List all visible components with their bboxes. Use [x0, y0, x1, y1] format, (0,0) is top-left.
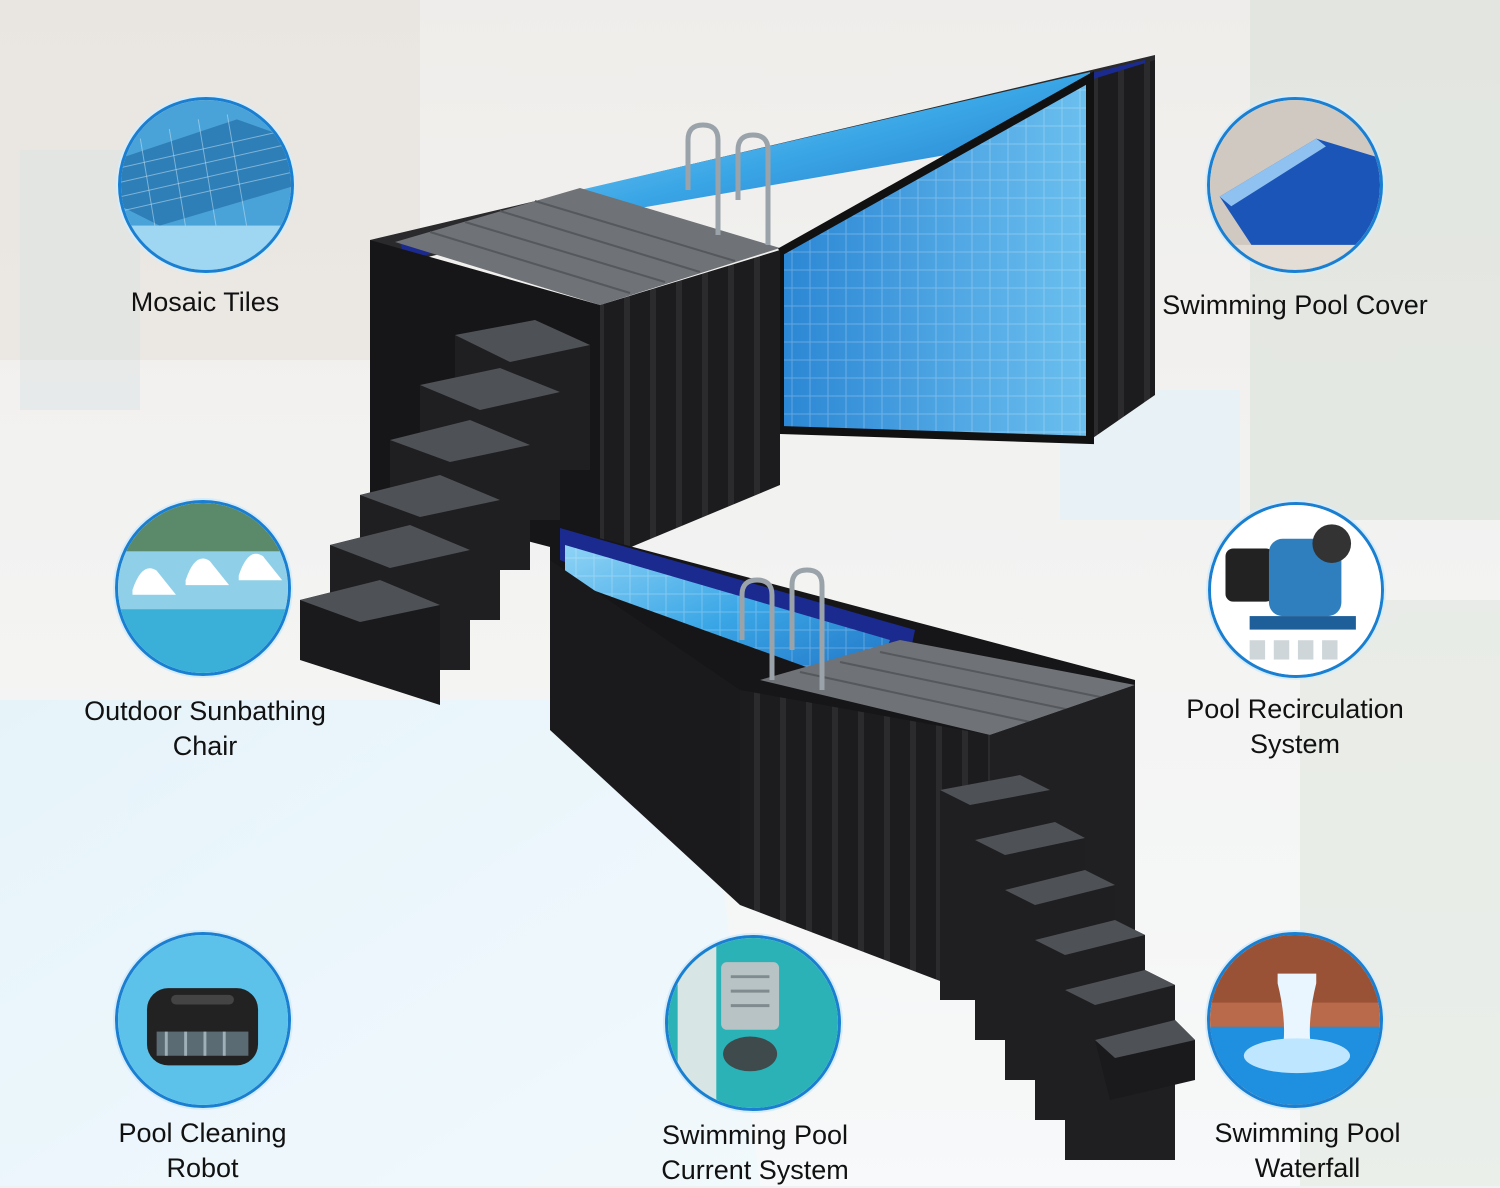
- sunbathing-chair-icon: [115, 500, 291, 676]
- mosaic-tiles-icon: [118, 97, 294, 273]
- feature-label-recirc: Pool Recirculation System: [1186, 694, 1404, 759]
- feature-label-mosaic: Mosaic Tiles: [130, 287, 280, 317]
- feature-label-robot: Pool Cleaning Robot: [118, 1118, 287, 1183]
- feature-label-cover: Swimming Pool Cover: [1162, 290, 1428, 320]
- upper-stairs: [300, 320, 590, 705]
- feature-label-current: Swimming Pool Current System: [661, 1120, 849, 1185]
- lower-stairs: [940, 775, 1195, 1160]
- current-system-icon: [665, 935, 841, 1111]
- pool-cover-icon: [1207, 97, 1383, 273]
- waterfall-icon: [1207, 932, 1383, 1108]
- pool-pump-icon: [1208, 502, 1384, 678]
- feature-label-waterfall: Swimming Pool Waterfall: [1214, 1118, 1401, 1183]
- feature-label-chair: Outdoor Sunbathing Chair: [84, 696, 326, 761]
- cleaning-robot-icon: [115, 932, 291, 1108]
